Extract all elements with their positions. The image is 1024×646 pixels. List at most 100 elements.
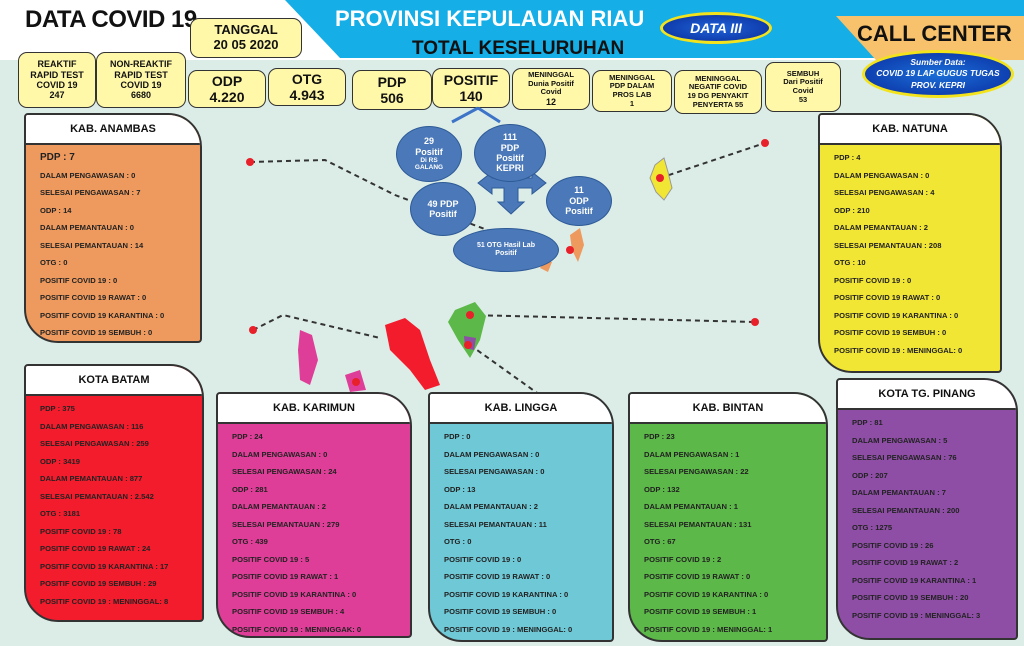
region-stat-row: POSITIF COVID 19 RAWAT : 0 xyxy=(40,293,147,302)
region-stat-row: ODP : 210 xyxy=(834,205,870,215)
region-stat-row: SELESAI PENGAWASAN : 0 xyxy=(444,467,545,476)
flow-text: 111 xyxy=(502,132,518,143)
region-stat-row: SELESAI PEMANTAUAN : 279 xyxy=(232,519,340,529)
page-title: DATA COVID 19 xyxy=(25,6,197,33)
summary-label: OTG xyxy=(291,70,323,87)
marker xyxy=(761,139,769,147)
summary-meninggal-pdp: MENINGGAL PDP DALAM PROS LAB 1 xyxy=(592,70,672,112)
region-stat-row: ODP : 14 xyxy=(40,205,72,215)
region-stat-row: OTG : 0 xyxy=(444,537,472,546)
region-stat-row: ODP : 207 xyxy=(852,470,888,480)
region-stat-row: ODP : 281 xyxy=(232,484,268,494)
summary-label: ODP xyxy=(211,72,243,89)
region-stat-row: SELESAI PENGAWASAN : 22 xyxy=(644,467,749,476)
region-stat-row: POSITIF COVID 19 RAWAT : 24 xyxy=(40,544,151,553)
region-stat-row: OTG : 67 xyxy=(644,537,676,546)
region-stat-row: ODP : 3419 xyxy=(40,456,80,466)
island-batam xyxy=(385,318,440,390)
region-stat-row: POSITIF COVID 19 KARANTINA : 0 xyxy=(644,589,769,599)
region-stat-row: SELESAI PEMANTAUAN : 131 xyxy=(644,519,752,529)
flow-odp: 11 ODP Positif xyxy=(546,176,612,226)
region-name: KAB. BINTAN xyxy=(630,394,826,424)
summary-text: Dari Positif xyxy=(783,77,823,87)
region-name: KAB. ANAMBAS xyxy=(26,115,200,145)
flow-text: 11 xyxy=(574,185,584,196)
region-stat-row: POSITIF COVID 19 SEMBUH : 20 xyxy=(852,593,969,602)
summary-text: PDP DALAM xyxy=(609,81,655,91)
connector-karimun xyxy=(252,313,381,339)
region-stat-row: DALAM PEMANTAUAN : 0 xyxy=(40,223,134,232)
summary-text: PROS LAB xyxy=(612,90,652,99)
source-bubble: Sumber Data: COVID 19 LAP GUGUS TUGAS PR… xyxy=(862,50,1014,98)
connector-anambas xyxy=(249,158,541,251)
connector-tgpinang xyxy=(469,344,541,396)
region-stat-row: POSITIF COVID 19 KARANTINA : 0 xyxy=(834,310,959,320)
flow-kepri: 111 PDP Positif KEPRI xyxy=(474,124,546,182)
flow-text: 49 PDP xyxy=(427,198,459,209)
flow-text: ODP xyxy=(569,195,589,206)
summary-text: MENINGGAL xyxy=(528,69,574,79)
summary-label: PDP xyxy=(377,73,407,90)
region-stat-row: DALAM PENGAWASAN : 0 xyxy=(834,170,930,180)
summary-reaktif: REAKTIF RAPID TEST COVID 19 247 xyxy=(18,52,96,108)
summary-value: 506 xyxy=(380,90,404,106)
summary-value: 6680 xyxy=(130,90,152,101)
region-stat-row: PDP : 7 xyxy=(40,152,75,163)
flow-text: 29 xyxy=(423,136,434,147)
summary-pdp: PDP 506 xyxy=(352,70,432,110)
region-stat-row: POSITIF COVID 19 : 5 xyxy=(232,554,310,564)
region-name: KOTA BATAM xyxy=(26,366,202,396)
source-line2: PROV. KEPRI xyxy=(910,79,965,90)
region-stat-row: SELESAI PEMANTAUAN : 2.542 xyxy=(40,491,154,501)
summary-text: RAPID TEST xyxy=(30,69,84,80)
region-stat-row: OTG : 439 xyxy=(232,537,268,546)
region-stat-row: SELESAI PEMANTAUAN : 11 xyxy=(444,519,547,529)
summary-positif: POSITIF 140 xyxy=(432,68,510,108)
region-stat-row: POSITIF COVID 19 KARANTINA : 17 xyxy=(40,561,169,571)
region-stat-row: SELESAI PEMANTAUAN : 200 xyxy=(852,505,960,515)
region-stat-row: POSITIF COVID 19 KARANTINA : 0 xyxy=(40,310,165,320)
region-name: KAB. NATUNA xyxy=(820,115,1000,145)
summary-otg: OTG 4.943 xyxy=(268,68,346,106)
summary-value: 4.943 xyxy=(289,87,325,103)
region-stat-row: PDP : 24 xyxy=(232,432,263,441)
province-title: PROVINSI KEPULAUAN RIAU xyxy=(335,6,645,31)
region-stat-row: ODP : 132 xyxy=(644,484,680,494)
source-label: Sumber Data: xyxy=(910,57,966,68)
region-stat-row: POSITIF COVID 19 : 0 xyxy=(40,275,118,285)
region-stat-row: POSITIF COVID 19 KARANTINA : 1 xyxy=(852,575,977,585)
region-stat-row: PDP : 4 xyxy=(834,153,861,162)
region-stat-row: POSITIF COVID 19 : MENINGGAL: 0 xyxy=(40,342,200,344)
region-name: KAB. LINGGA xyxy=(430,394,612,424)
subtitle: TOTAL KESELURUHAN xyxy=(412,38,625,59)
region-stat-row: POSITIF COVID 19 : MENINGGAL: 1 xyxy=(644,624,773,634)
data-badge: DATA III xyxy=(660,12,772,44)
region-stat-row: SELESAI PENGAWASAN : 76 xyxy=(852,453,957,462)
summary-label: POSITIF xyxy=(443,71,499,88)
marker xyxy=(352,378,360,386)
region-stat-row: DALAM PENGAWASAN : 0 xyxy=(232,449,328,459)
region-stat-row: DALAM PENGAWASAN : 0 xyxy=(444,449,540,459)
region-stat-row: POSITIF COVID 19 SEMBUH : 4 xyxy=(232,607,345,616)
region-stat-row: POSITIF COVID 19 SEMBUH : 29 xyxy=(40,579,157,588)
summary-meninggal-dunia: MENINGGAL Dunia Positif Covid 12 xyxy=(512,68,590,110)
region-name: KAB. KARIMUN xyxy=(218,394,410,424)
summary-text: SEMBUH xyxy=(786,68,820,78)
region-stat-row: ODP : 13 xyxy=(444,484,476,494)
summary-text: REAKTIF xyxy=(37,59,77,70)
marker xyxy=(466,311,474,319)
region-stat-row: POSITIF COVID 19 SEMBUH : 1 xyxy=(644,607,757,616)
summary-text: RAPID TEST xyxy=(114,69,168,80)
region-stat-row: POSITIF COVID 19 : 2 xyxy=(644,554,722,564)
islands xyxy=(298,157,673,392)
summary-text: Dunia Positif xyxy=(528,78,574,88)
region-stat-row: OTG : 10 xyxy=(834,258,866,267)
